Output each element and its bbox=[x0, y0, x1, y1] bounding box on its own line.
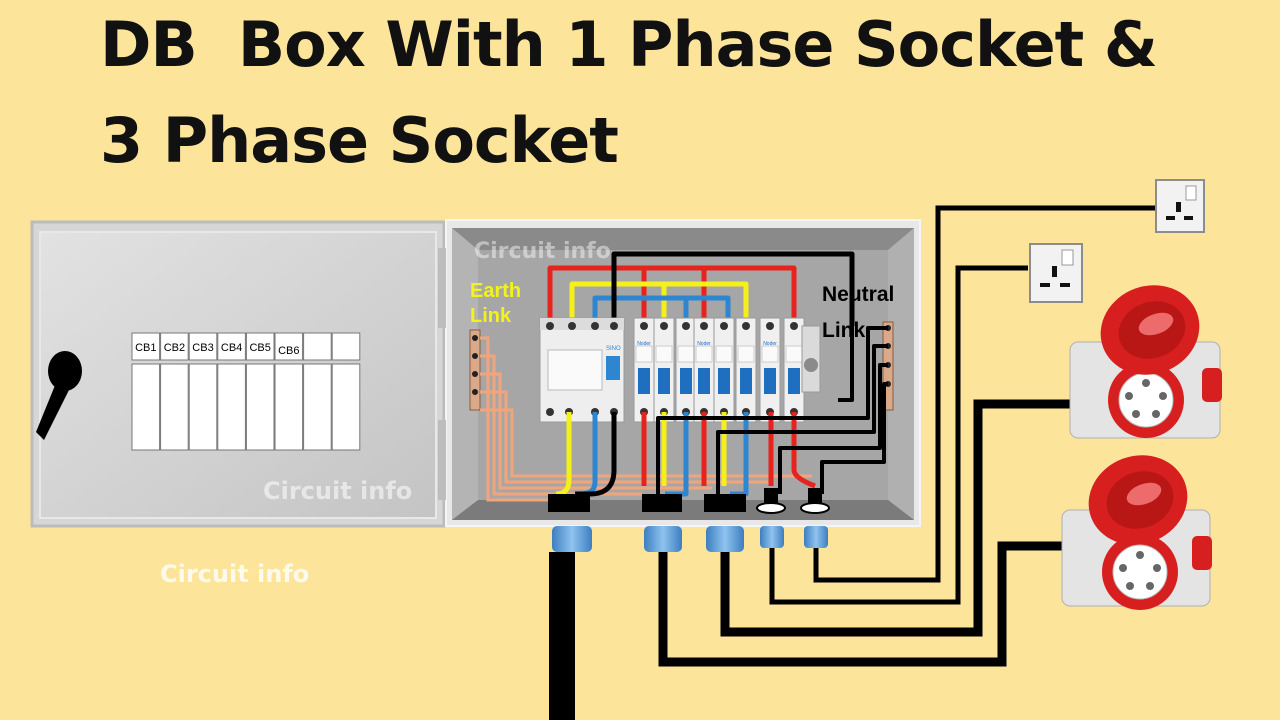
external-cables bbox=[549, 205, 1156, 720]
cb-label-cell bbox=[188, 332, 218, 361]
cb-label-cell bbox=[217, 332, 246, 361]
cb-label: CB1 bbox=[135, 342, 156, 354]
earth-label-2: Link bbox=[470, 305, 512, 327]
rccb-toggle[interactable] bbox=[606, 356, 620, 380]
cb-window bbox=[245, 363, 275, 451]
uk-socket-icon[interactable] bbox=[1155, 179, 1205, 233]
door-cb-grid: CB1 CB2 CB3 CB4 CB5 CB6 bbox=[131, 332, 361, 451]
earth-link: Earth Link bbox=[469, 280, 521, 411]
mcb-brand: Noder bbox=[637, 341, 651, 347]
cb-window bbox=[217, 363, 246, 451]
cb-label: CB5 bbox=[249, 342, 270, 354]
cb-label-cell bbox=[303, 332, 332, 361]
industrial-socket-icon[interactable] bbox=[1061, 442, 1212, 610]
neutral-label-2: Link bbox=[822, 319, 865, 342]
door-handle-icon[interactable] bbox=[36, 351, 82, 440]
cb-window bbox=[188, 363, 218, 451]
cb-label: CB6 bbox=[278, 345, 299, 357]
mcb-brand: Noder bbox=[697, 341, 711, 347]
neutral-label-1: Neutral bbox=[822, 283, 894, 306]
rccb: SINO bbox=[539, 317, 625, 423]
mcb-breaker[interactable] bbox=[675, 317, 697, 423]
cb-window bbox=[160, 363, 189, 451]
cb-label-cell bbox=[331, 332, 361, 361]
watermark-bottom: Circuit info bbox=[160, 560, 309, 588]
cb-window bbox=[331, 363, 361, 451]
mcb-breaker[interactable] bbox=[713, 317, 735, 423]
watermark-door: Circuit info bbox=[263, 477, 412, 505]
cb-label: CB3 bbox=[192, 342, 213, 354]
cb-window bbox=[303, 363, 332, 451]
cb-label: CB4 bbox=[221, 342, 242, 354]
rccb-brand: SINO bbox=[606, 346, 621, 352]
mcb-brand: Noder bbox=[763, 341, 777, 347]
mcb-breaker[interactable] bbox=[735, 317, 757, 423]
mcb-breaker[interactable] bbox=[783, 317, 805, 423]
cb-window bbox=[274, 363, 304, 451]
uk-socket-icon[interactable] bbox=[1029, 243, 1083, 303]
cb-label-cell bbox=[160, 332, 189, 361]
db-door: CB1 CB2 CB3 CB4 CB5 CB6 Circuit info bbox=[30, 220, 446, 528]
mcb-breaker[interactable]: Noder bbox=[633, 317, 655, 423]
cable-glands bbox=[552, 526, 828, 552]
mcb-breaker[interactable] bbox=[653, 317, 675, 423]
cb-label-cell bbox=[131, 332, 161, 361]
cb-label-cell bbox=[245, 332, 275, 361]
title-line-1: DB Box With 1 Phase Socket & bbox=[100, 8, 1158, 81]
knockouts bbox=[756, 502, 830, 514]
watermark-box: Circuit info bbox=[474, 239, 611, 264]
cb-label: CB2 bbox=[164, 342, 185, 354]
title-line-2: 3 Phase Socket bbox=[100, 104, 619, 177]
mcb-end-stop bbox=[801, 325, 821, 393]
neutral-wires bbox=[656, 326, 888, 494]
mcb-row: Noder Noder Noder bbox=[633, 317, 805, 423]
mcb-breaker[interactable]: Noder bbox=[693, 317, 715, 423]
mcb-breaker[interactable]: Noder bbox=[759, 317, 781, 423]
earth-label-1: Earth bbox=[470, 280, 521, 302]
cb-label-cell bbox=[274, 332, 304, 361]
cb-window bbox=[131, 363, 161, 451]
industrial-socket-icon[interactable] bbox=[1069, 272, 1222, 439]
